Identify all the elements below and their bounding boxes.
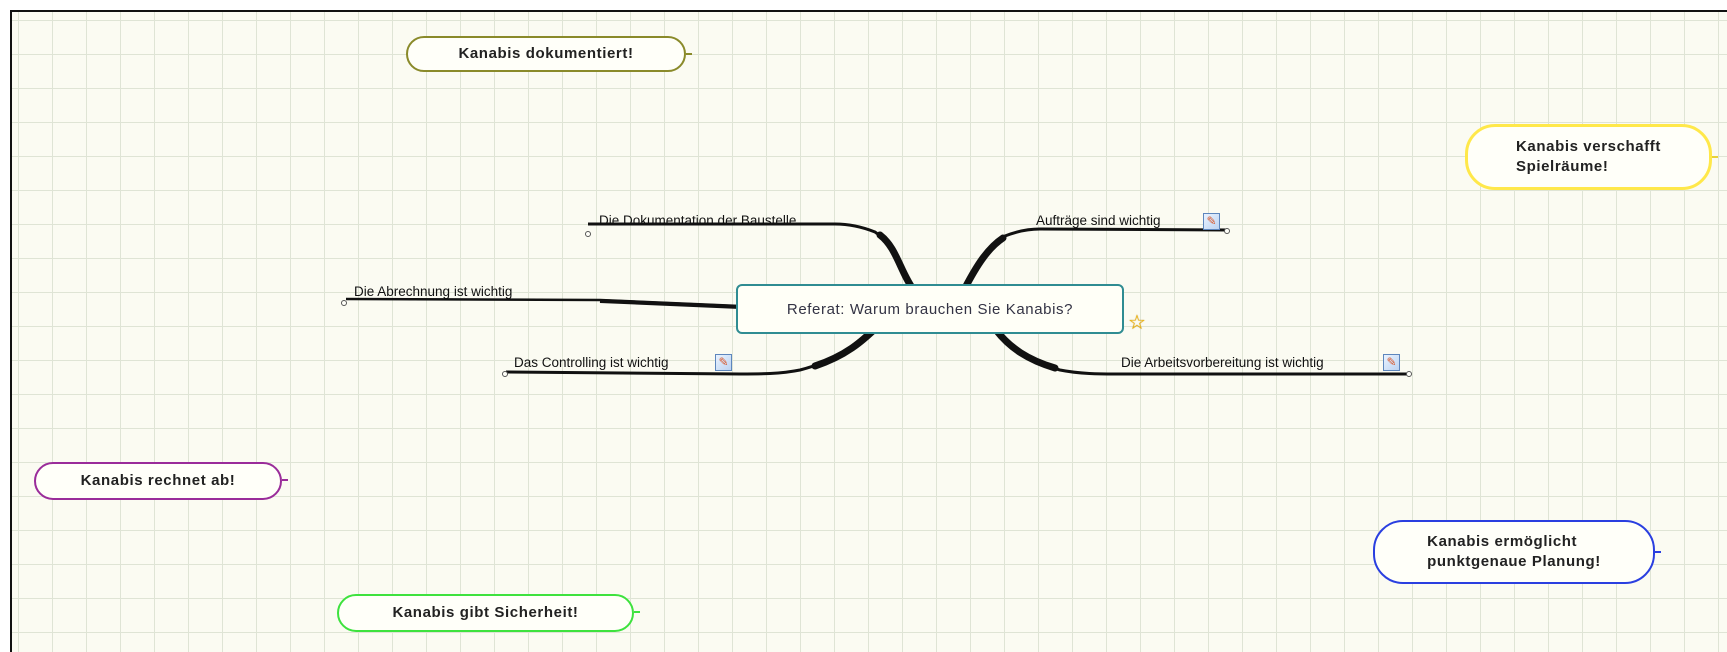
floating-topic-label: Kanabis verschafft Spielräume! xyxy=(1515,138,1662,175)
branch-label: Die Dokumentation der Baustelle xyxy=(599,213,797,228)
branch-abrechnung[interactable]: Die Abrechnung ist wichtig xyxy=(354,284,512,300)
floating-topic-dokumentiert[interactable]: Kanabis dokumentiert! xyxy=(406,36,686,72)
branch-label: Die Arbeitsvorbereitung ist wichtig xyxy=(1121,355,1324,370)
branch-end-dot xyxy=(585,231,591,237)
branch-label: Das Controlling ist wichtig xyxy=(514,355,669,370)
central-topic[interactable]: Referat: Warum brauchen Sie Kanabis? xyxy=(736,284,1124,334)
edge-abrechnung-thick xyxy=(599,299,741,309)
floating-topic-label: Kanabis dokumentiert! xyxy=(458,45,634,62)
branch-controlling[interactable]: Das Controlling ist wichtig xyxy=(514,355,669,371)
central-topic-label: Referat: Warum brauchen Sie Kanabis? xyxy=(786,300,1074,318)
branch-end-dot xyxy=(1406,371,1412,377)
branch-label: Aufträge sind wichtig xyxy=(1036,213,1161,228)
floating-topic-verschafft[interactable]: Kanabis verschafft Spielräume! xyxy=(1465,124,1712,190)
branch-arbeitsvorbereitung[interactable]: Die Arbeitsvorbereitung ist wichtig xyxy=(1121,355,1324,371)
branch-auftraege[interactable]: Aufträge sind wichtig xyxy=(1036,213,1161,229)
note-icon[interactable]: ✎ xyxy=(1203,213,1220,230)
star-icon: ☆ xyxy=(1128,312,1146,334)
branch-end-dot xyxy=(502,371,508,377)
floating-topic-sicherheit[interactable]: Kanabis gibt Sicherheit! xyxy=(337,594,634,632)
floating-topic-label: Kanabis ermöglicht punktgenaue Planung! xyxy=(1427,533,1601,570)
floating-topic-label: Kanabis rechnet ab! xyxy=(80,472,236,489)
branch-end-dot xyxy=(1224,228,1230,234)
edge-arbeitsvorbereitung-thick xyxy=(992,326,1059,372)
branch-label: Die Abrechnung ist wichtig xyxy=(354,284,513,299)
floating-topic-rechnet[interactable]: Kanabis rechnet ab! xyxy=(34,462,282,500)
note-icon[interactable]: ✎ xyxy=(715,354,732,371)
branch-dokumentation[interactable]: Die Dokumentation der Baustelle xyxy=(599,213,796,229)
branch-end-dot xyxy=(341,300,347,306)
note-icon[interactable]: ✎ xyxy=(1383,354,1400,371)
edge-auftraege-thick xyxy=(961,234,1007,292)
floating-topic-label: Kanabis gibt Sicherheit! xyxy=(392,604,579,621)
floating-topic-ermoeglicht[interactable]: Kanabis ermöglicht punktgenaue Planung! xyxy=(1373,520,1655,584)
edge-dokumentation xyxy=(588,222,917,293)
